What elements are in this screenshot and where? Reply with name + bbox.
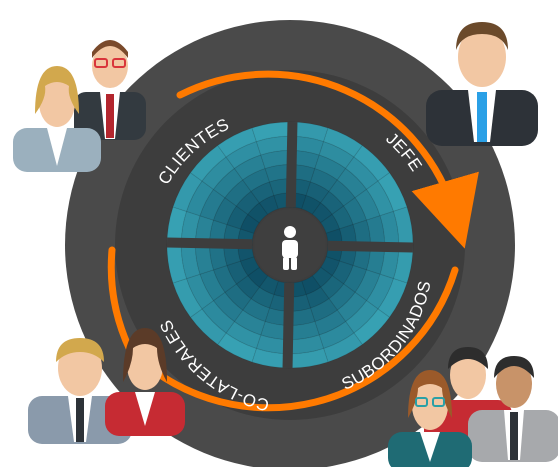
arrow-bottom — [126, 266, 459, 412]
clientes-people-icon — [13, 40, 146, 172]
wheel-cell — [353, 144, 391, 182]
wheel-separator — [327, 240, 414, 253]
wheel-cell — [189, 144, 227, 182]
person-icon — [282, 226, 298, 270]
wheel-cell — [189, 308, 227, 346]
wheel-cell — [353, 308, 391, 346]
wheel-cell — [217, 332, 257, 363]
wheel-cell — [323, 127, 363, 158]
wheel-separator — [166, 237, 253, 250]
wheel-separator — [285, 121, 298, 208]
feedback-wheel — [166, 121, 414, 369]
wheel-cell — [314, 309, 347, 336]
wheel-cell — [323, 332, 363, 363]
wheel-cell — [377, 172, 408, 212]
jefe-person-icon — [426, 22, 538, 146]
arrow-left — [107, 246, 134, 354]
arrow-top — [176, 70, 479, 249]
colaterales-people-icon — [28, 328, 185, 444]
wheel-cell — [172, 172, 203, 212]
wheel-cell — [172, 278, 203, 318]
wheel-separator — [282, 282, 295, 369]
wheel-cell — [377, 278, 408, 318]
subordinados-people-icon — [388, 347, 558, 467]
wheel-cell — [233, 154, 266, 181]
wheel-cell — [217, 127, 257, 158]
